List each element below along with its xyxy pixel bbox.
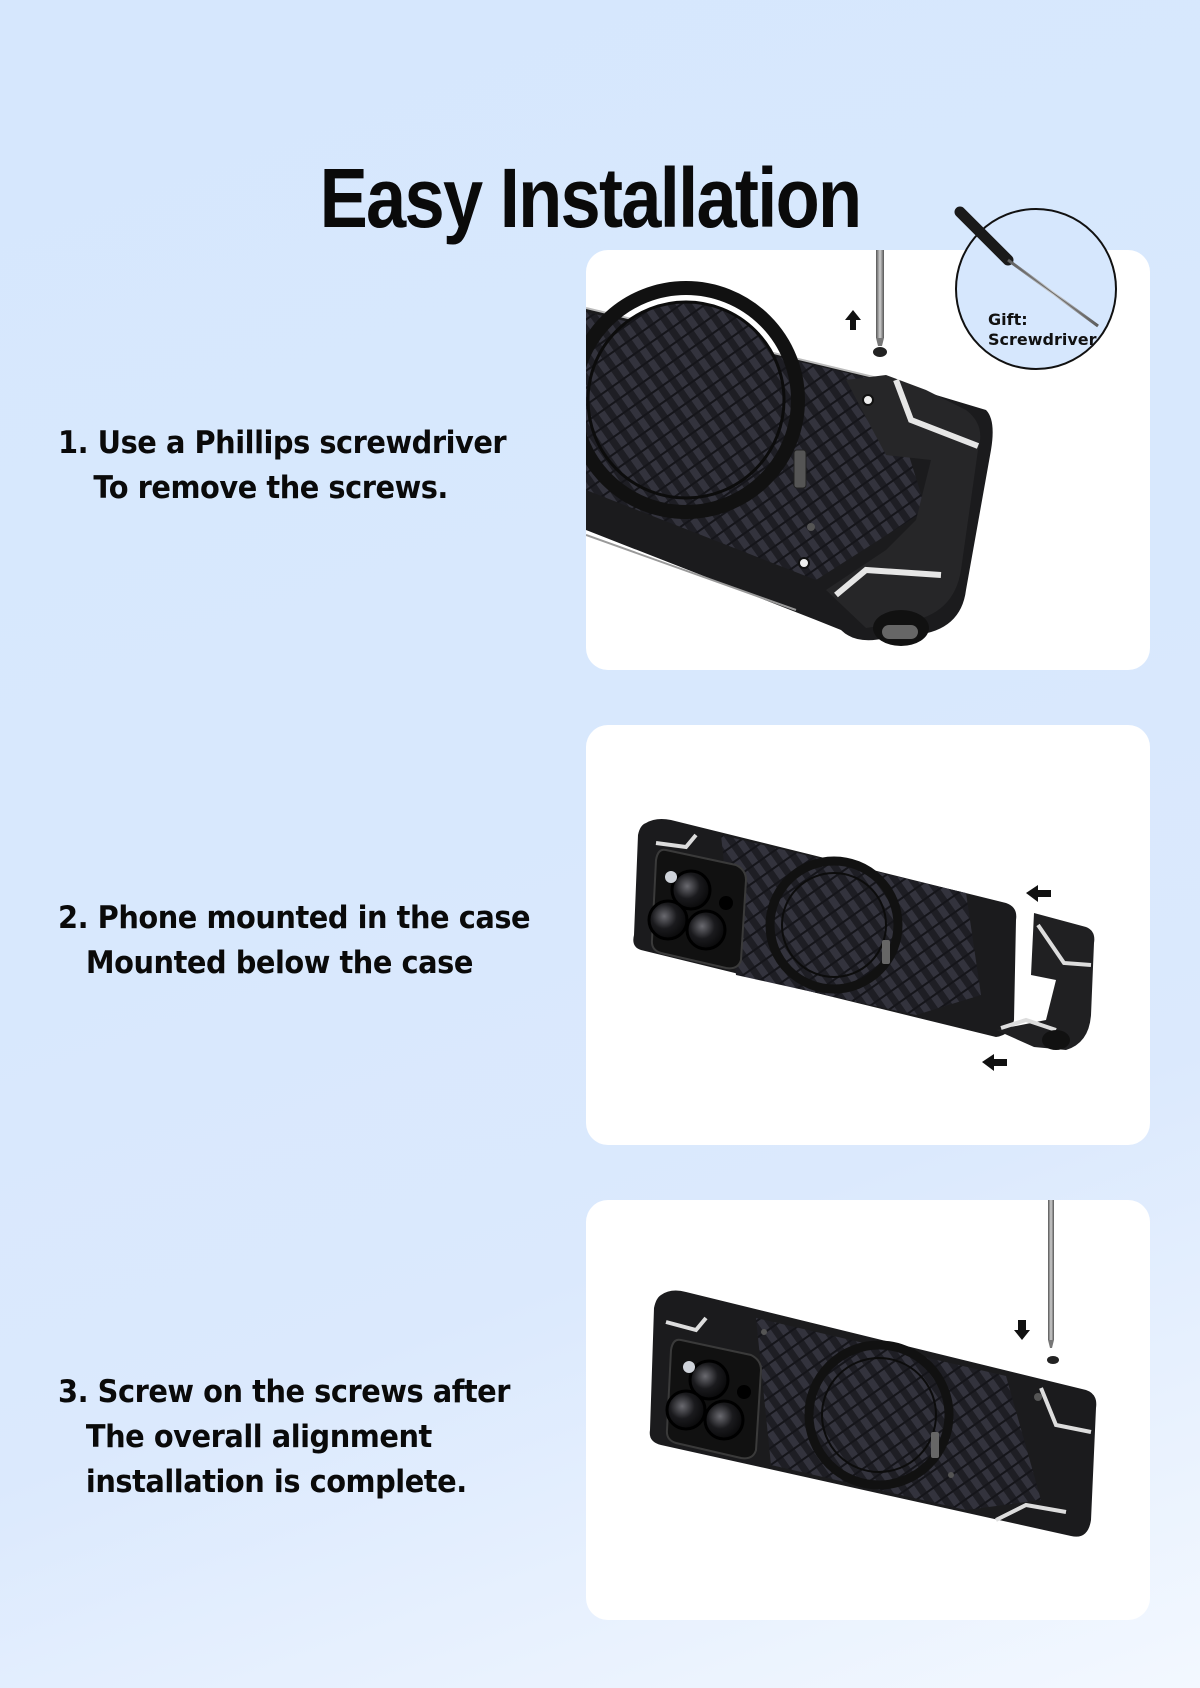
phone-in-case-illustration [633,819,1095,1071]
case-corner-illustration [586,250,993,646]
gift-label: Gift: Screwdriver [988,310,1097,350]
arrow-up-icon [845,310,861,330]
step-3-line-3: installation is complete. [85,1464,467,1500]
screwdriver-icon [954,206,1099,328]
step-2-instructions: 2. Phone mounted in the case Mounted bel… [58,896,531,986]
gift-label-line-1: Gift: [988,310,1028,329]
step-2-line-2: Mounted below the case [85,945,474,981]
page-title: Easy Installation [319,151,863,246]
step-1-instructions: 1. Use a Phillips screwdriver To remove … [58,421,507,511]
arrow-down-icon [1014,1320,1030,1340]
step-1-illustration-panel [586,250,1150,670]
assembled-case-illustration [649,1200,1097,1537]
step-3-line-1: 3. Screw on the screws after [58,1374,510,1410]
step-2-line-1: 2. Phone mounted in the case [58,900,531,936]
step-2-illustration-panel [586,725,1150,1145]
step-3-line-2: The overall alignment [85,1419,432,1455]
step-1-line-2: To remove the screws. [93,470,448,506]
step-3-instructions: 3. Screw on the screws after The overall… [58,1370,510,1505]
arrow-left-icon [1026,885,1051,902]
step-1-line-1: 1. Use a Phillips screwdriver [58,425,507,461]
arrow-left-icon [982,1054,1007,1071]
step-3-illustration-panel [586,1200,1150,1620]
gift-label-line-2: Screwdriver [988,330,1097,349]
gift-screwdriver-badge: Gift: Screwdriver [954,206,1117,370]
